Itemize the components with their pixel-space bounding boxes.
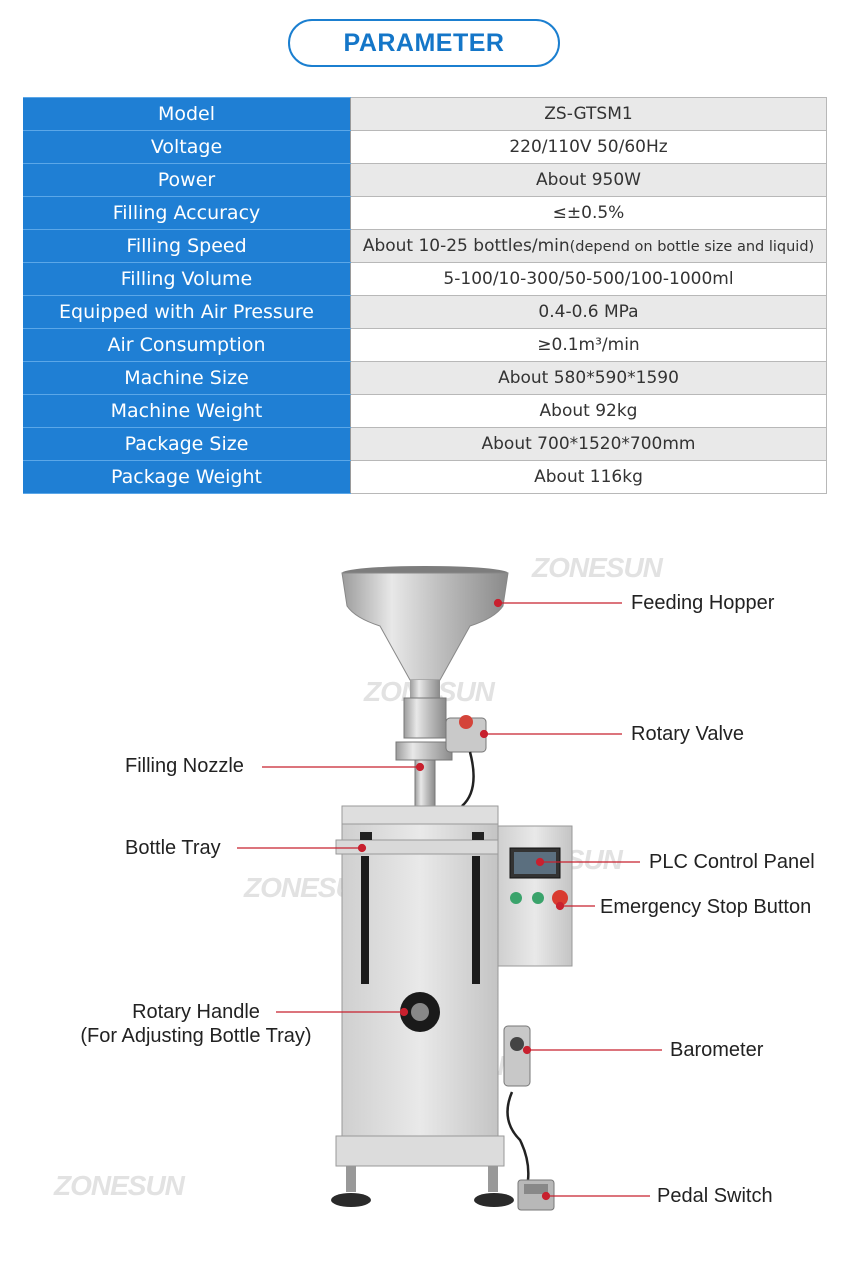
param-value: About 92kg (350, 394, 827, 428)
machine-body (331, 805, 514, 1207)
param-key: Package Size (23, 427, 351, 461)
param-key: Machine Size (23, 361, 351, 395)
watermark: ZONESUN (492, 844, 623, 875)
table-row: Air Consumption≥0.1m³/min (23, 328, 827, 362)
param-value: About 950W (350, 163, 827, 197)
param-key: Voltage (23, 130, 351, 164)
valve-assembly (395, 697, 487, 809)
param-key: Machine Weight (23, 394, 351, 428)
barometer-shape (503, 1025, 531, 1181)
watermark: ZONESUN (54, 1170, 185, 1201)
section-title: PARAMETER (288, 19, 560, 67)
label-feeding-hopper: Feeding Hopper (631, 592, 775, 614)
param-key: Power (23, 163, 351, 197)
param-value: ≥0.1m³/min (350, 328, 827, 362)
param-value: 0.4-0.6 MPa (350, 295, 827, 329)
param-key: Filling Volume (23, 262, 351, 296)
param-value-main: About 10-25 bottles/min (362, 236, 570, 256)
table-row: Filling Accuracy≤±0.5% (23, 196, 827, 230)
label-rotary-valve: Rotary Valve (631, 723, 745, 745)
param-key: Model (23, 97, 351, 131)
param-key: Filling Accuracy (23, 196, 351, 230)
label-filling-nozzle: Filling Nozzle (125, 755, 244, 777)
label-rotary-handle: Rotary Handle (For Adjusting Bottle Tray… (72, 1000, 320, 1048)
param-value: ≤±0.5% (350, 196, 827, 230)
watermark: ZONESUN (374, 1050, 505, 1081)
pedal-shape (517, 1179, 555, 1211)
param-key: Air Consumption (23, 328, 351, 362)
param-value: About 116kg (350, 460, 827, 494)
label-rotary-handle-title: Rotary Handle (132, 1001, 260, 1023)
param-value: 220/110V 50/60Hz (350, 130, 827, 164)
param-value: About 580*590*1590 (350, 361, 827, 395)
param-key: Equipped with Air Pressure (23, 295, 351, 329)
param-value-note: (depend on bottle size and liquid) (569, 239, 815, 255)
param-value: About 10-25 bottles/min(depend on bottle… (350, 229, 827, 263)
label-barometer: Barometer (670, 1039, 764, 1061)
label-bottle-tray: Bottle Tray (125, 837, 221, 859)
param-value: ZS-GTSM1 (350, 97, 827, 131)
watermark: ZONESUN (364, 676, 495, 707)
param-value: About 700*1520*700mm (350, 427, 827, 461)
param-key: Package Weight (23, 460, 351, 494)
label-rotary-handle-note: (For Adjusting Bottle Tray) (80, 1025, 312, 1047)
label-pedal-switch: Pedal Switch (657, 1185, 773, 1207)
param-value: 5-100/10-300/50-500/100-1000ml (350, 262, 827, 296)
param-key: Filling Speed (23, 229, 351, 263)
watermark: ZONESUN (532, 552, 663, 583)
label-emergency-stop: Emergency Stop Button (600, 896, 812, 918)
label-plc-control-panel: PLC Control Panel (649, 851, 815, 873)
watermark: ZONESUN (244, 872, 375, 903)
